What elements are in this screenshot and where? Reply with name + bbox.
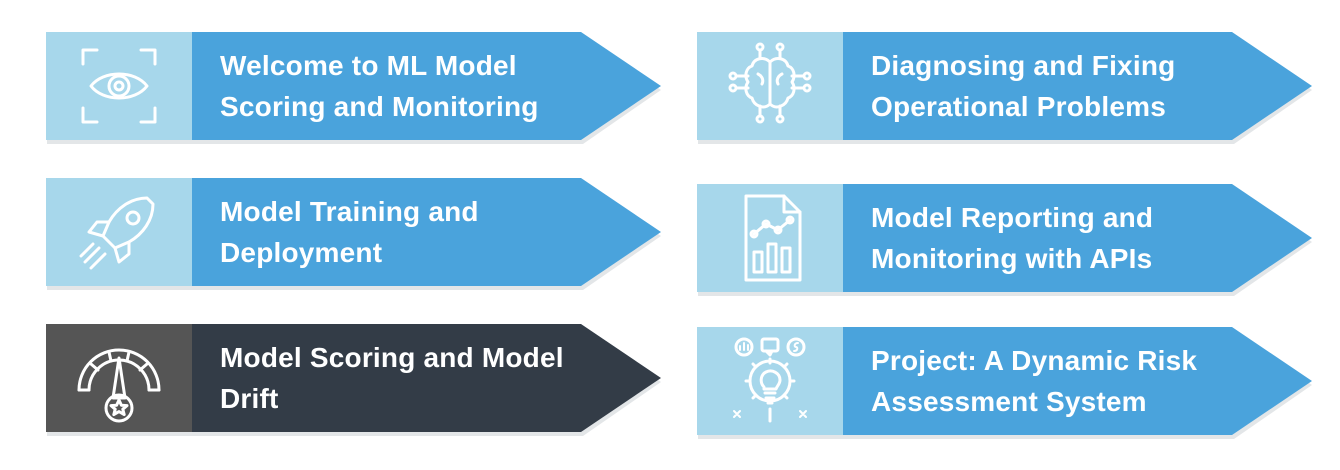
module-icon-box [46, 32, 192, 140]
module-icon-box [46, 178, 192, 286]
rocket-icon [79, 196, 155, 270]
module-label-box: Model Training and Deployment [192, 178, 661, 286]
lightbulb-gear-icon [733, 337, 807, 423]
module-label-box: Model Reporting and Monitoring with APIs [843, 184, 1312, 292]
eye-scan-icon [81, 48, 157, 124]
module-title: Welcome to ML Model Scoring and Monitori… [220, 50, 539, 122]
module-icon-box [46, 324, 192, 432]
module-title: Diagnosing and Fixing Operational Proble… [871, 50, 1176, 122]
module-title: Project: A Dynamic Risk Assessment Syste… [871, 345, 1198, 417]
gauge-star-icon [77, 348, 161, 423]
module-card-scoring-drift[interactable]: Model Scoring and Model Drift [46, 324, 661, 436]
module-card-reporting[interactable]: Model Reporting and Monitoring with APIs [697, 184, 1312, 296]
module-card-diagnosing[interactable]: Diagnosing and Fixing Operational Proble… [697, 32, 1312, 144]
module-label-box: Project: A Dynamic Risk Assessment Syste… [843, 327, 1312, 435]
module-label-box: Model Scoring and Model Drift [192, 324, 661, 432]
module-title: Model Reporting and Monitoring with APIs [871, 202, 1154, 274]
module-card-project[interactable]: Project: A Dynamic Risk Assessment Syste… [697, 327, 1312, 439]
module-icon-box [697, 327, 843, 435]
report-chart-icon [744, 194, 802, 282]
module-label-box: Welcome to ML Model Scoring and Monitori… [192, 32, 661, 140]
module-card-welcome[interactable]: Welcome to ML Model Scoring and Monitori… [46, 32, 661, 144]
module-icon-box [697, 184, 843, 292]
module-title: Model Training and Deployment [220, 196, 479, 268]
module-title: Model Scoring and Model Drift [220, 342, 564, 414]
module-card-training[interactable]: Model Training and Deployment [46, 178, 661, 290]
module-label-box: Diagnosing and Fixing Operational Proble… [843, 32, 1312, 140]
module-icon-box [697, 32, 843, 140]
brain-circuit-icon [728, 42, 812, 124]
